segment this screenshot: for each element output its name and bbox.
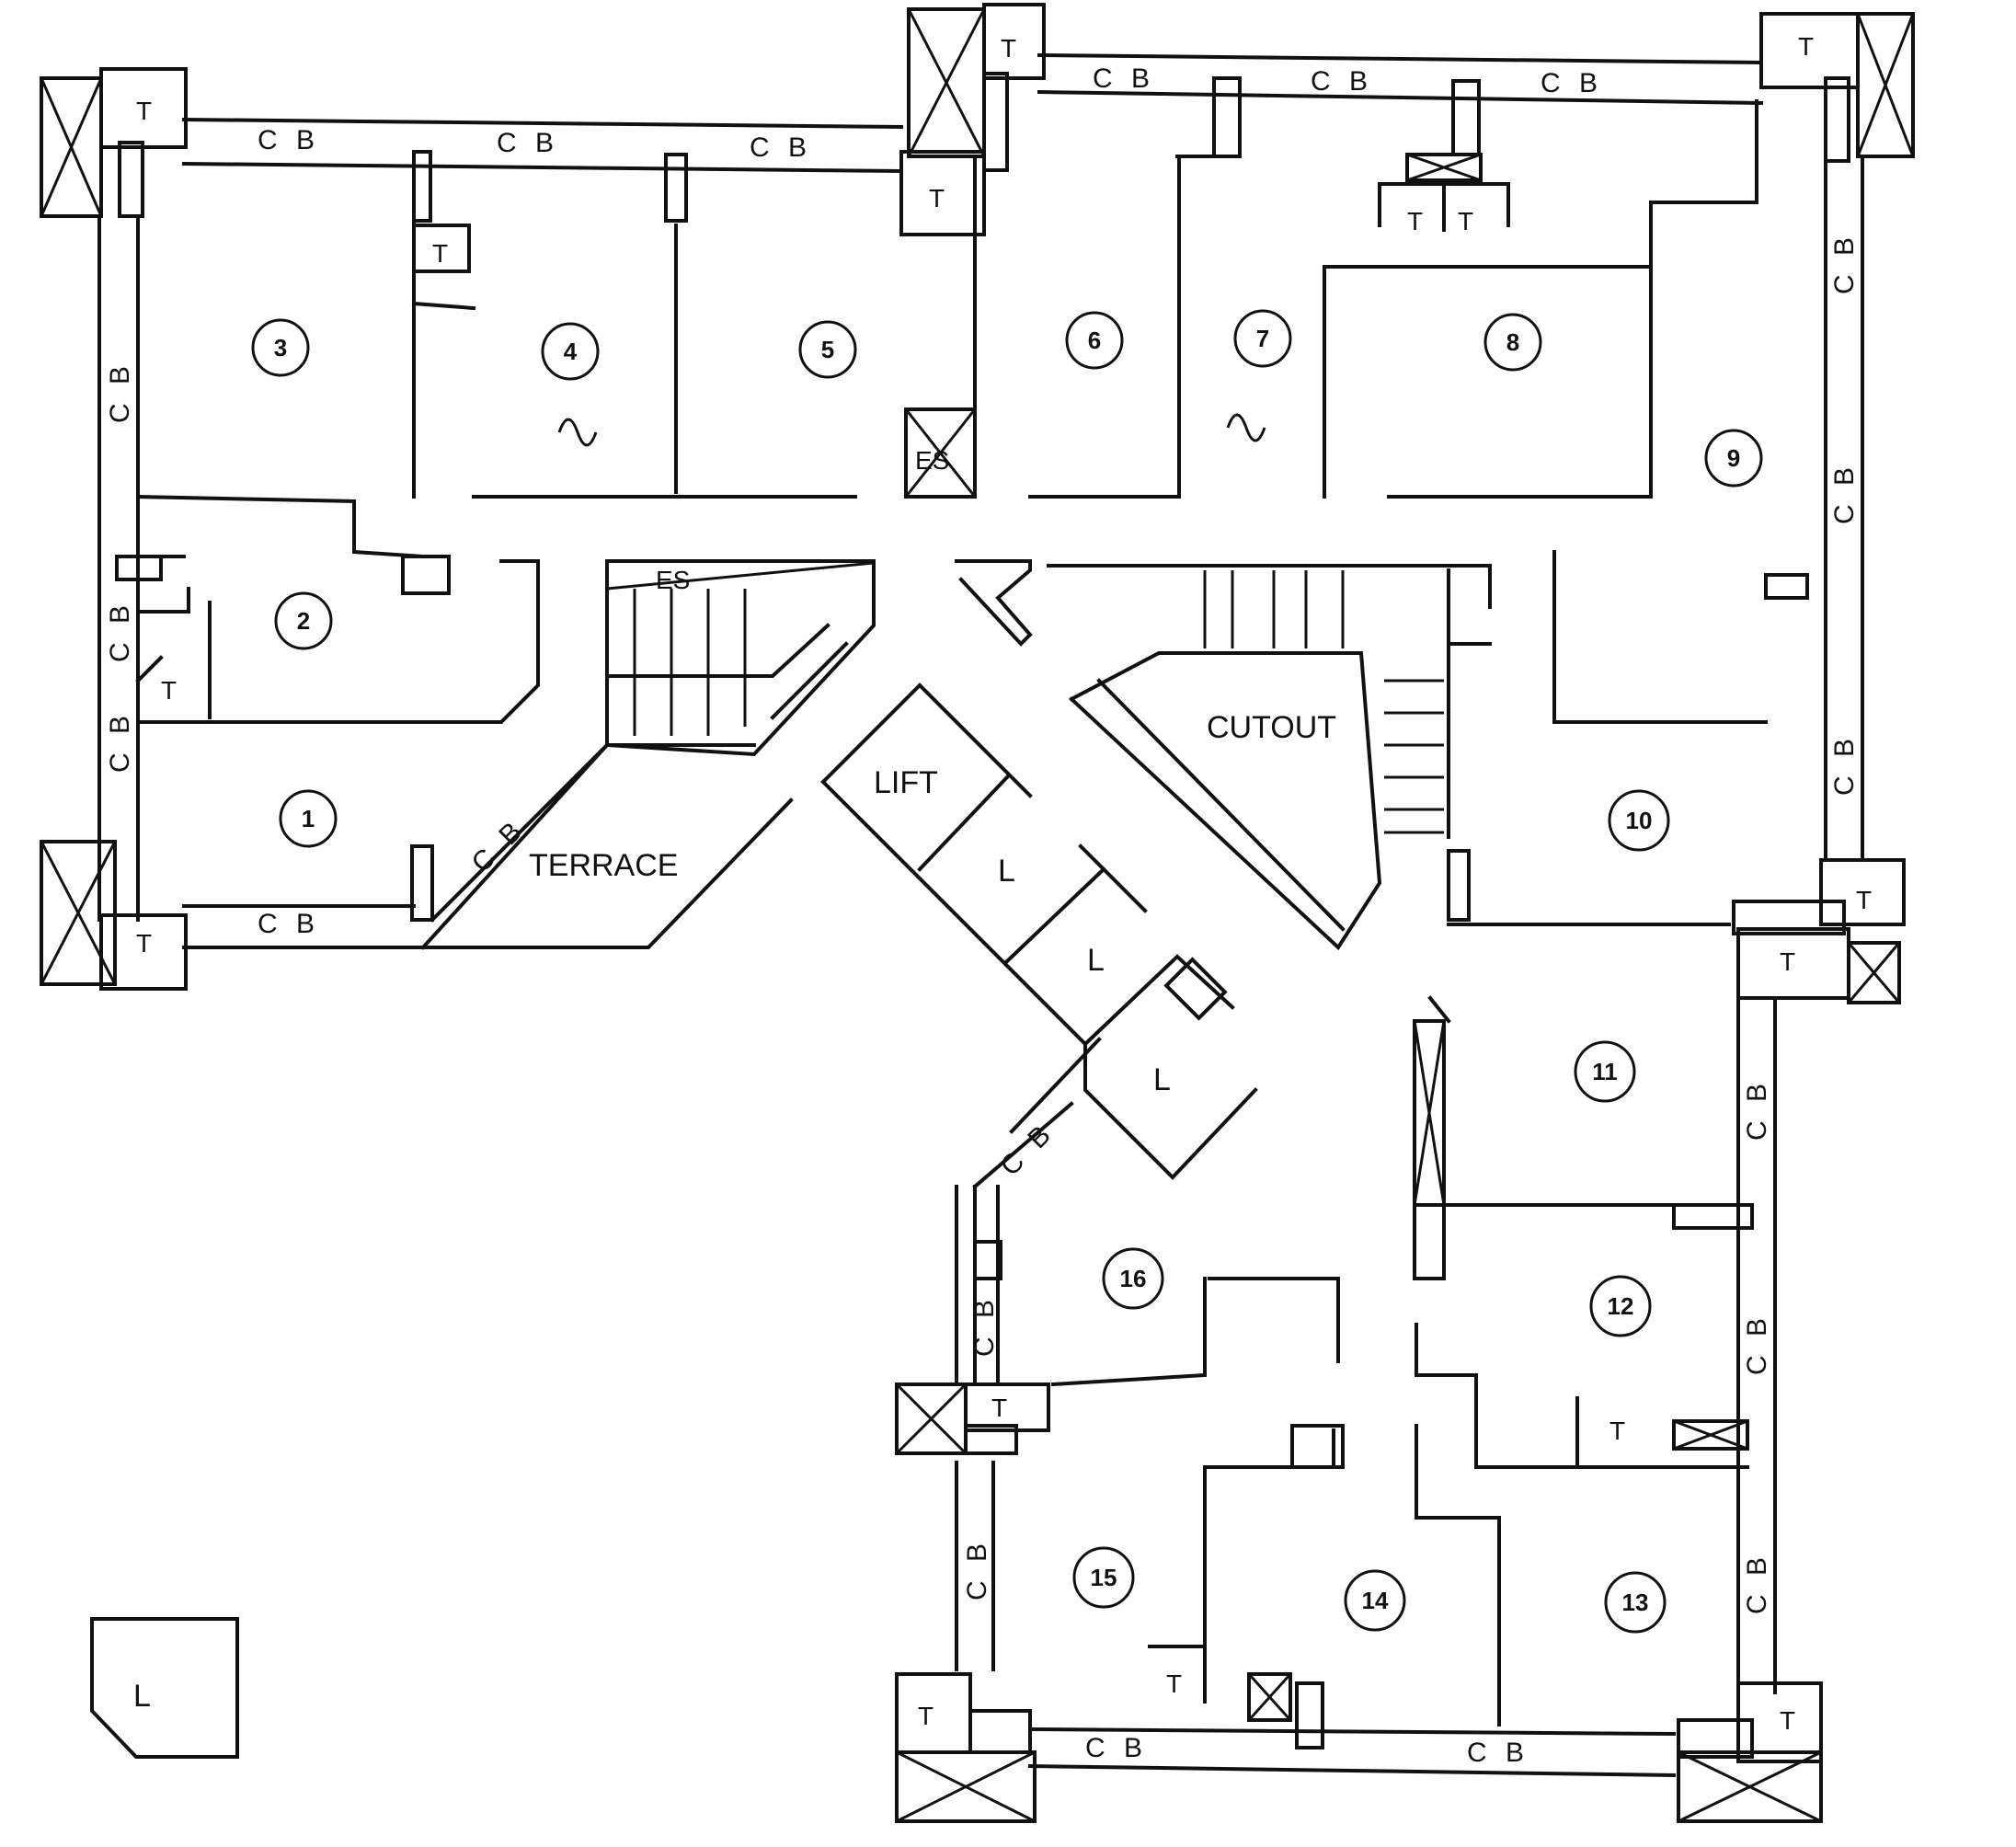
room-9: 9: [1704, 429, 1763, 488]
room-number: 3: [274, 334, 287, 361]
cb-label: C B: [1467, 1738, 1529, 1768]
cb-label: C B: [466, 813, 532, 878]
block-labels: ES ES LIFT TERRACE CUTOUT L L L L: [133, 446, 1336, 1714]
toilet-label: T: [1407, 207, 1423, 235]
lift-car-label: L: [1153, 1062, 1171, 1097]
room-number: 1: [302, 805, 315, 832]
room-number: 4: [564, 338, 578, 365]
cb-label: C B: [258, 909, 320, 939]
room-3: 3: [251, 318, 310, 377]
toilet-label: T: [1780, 1706, 1795, 1735]
toilet-label: T: [1166, 1669, 1182, 1698]
toilet-label: T: [1458, 207, 1473, 235]
room-4: 4: [541, 322, 600, 381]
squiggle-marks: [557, 413, 1266, 447]
room-number: 8: [1506, 328, 1519, 356]
room-16: 16: [1102, 1247, 1164, 1310]
room-number: 14: [1362, 1587, 1389, 1614]
west-wing-walls: [97, 117, 904, 949]
room-numbers: 1 2 3 4 5 6 7 8 9 10 11 12 13 14 15 16: [251, 309, 1763, 1634]
room-5: 5: [798, 320, 857, 379]
cb-label: C B: [1829, 232, 1860, 294]
toilet-label: T: [1609, 1417, 1625, 1445]
room-number: 10: [1626, 807, 1653, 834]
toilet-label: T: [1856, 886, 1872, 914]
terrace-label: TERRACE: [529, 848, 678, 883]
toilet-label: T: [991, 1394, 1007, 1422]
toilet-label: T: [1780, 947, 1795, 976]
room-number: 7: [1256, 325, 1269, 352]
room-6: 6: [1065, 311, 1124, 370]
corner-tower-nw: [40, 67, 188, 218]
room-number: 15: [1091, 1564, 1117, 1591]
lift-car-label: L: [1087, 943, 1105, 978]
room-number: 9: [1727, 444, 1740, 472]
room-number: 13: [1622, 1589, 1649, 1616]
room-15: 15: [1072, 1546, 1135, 1609]
room-8: 8: [1483, 313, 1542, 372]
lift-car-label: L: [133, 1679, 151, 1714]
cb-label: C B: [995, 1117, 1060, 1182]
toilet-label: T: [136, 929, 152, 958]
room-11: 11: [1574, 1040, 1636, 1103]
toilet-label: T: [136, 97, 152, 125]
cb-label: C B: [1311, 66, 1373, 97]
cb-label: C B: [105, 600, 135, 662]
toilet-label: T: [161, 676, 177, 705]
cb-label: C B: [1541, 68, 1603, 98]
cb-label: C B: [1829, 733, 1860, 796]
room-number: 2: [297, 607, 310, 635]
toilet-label: T: [1001, 34, 1016, 63]
room-12: 12: [1589, 1275, 1652, 1337]
cb-label: C B: [497, 128, 559, 158]
cb-label: C B: [1093, 63, 1155, 94]
room-number: 12: [1608, 1292, 1634, 1320]
cb-label: C B: [750, 132, 812, 163]
toilet-label: T: [929, 184, 945, 212]
corner-tower-ne: [1759, 12, 1915, 163]
cb-label: C B: [1742, 1313, 1772, 1375]
room-number: 5: [821, 336, 834, 363]
stair-es-label: ES: [656, 566, 690, 594]
toilet-label: T: [1798, 32, 1814, 61]
toilet-labels: T T T T T T T T T T T T T T T T: [136, 32, 1872, 1735]
room-number: 6: [1088, 327, 1101, 354]
corridor-labels: C B C B C B C B C B C B C B C B C B C B …: [105, 63, 1860, 1768]
cb-label: C B: [1742, 1078, 1772, 1141]
corner-tower-sw-south-wing: [895, 1672, 1037, 1823]
stair-es-label: ES: [915, 446, 949, 475]
north-wing-walls: [899, 3, 1864, 862]
corner-tower-se: [1677, 1681, 1823, 1823]
toilet-label: T: [432, 239, 448, 268]
room-10: 10: [1608, 789, 1670, 852]
cb-label: C B: [1742, 1552, 1772, 1614]
lift-car-label: L: [998, 854, 1015, 889]
east-wing-walls: [955, 858, 1906, 1778]
cb-label: C B: [1085, 1733, 1148, 1763]
cb-label: C B: [1829, 462, 1860, 524]
corner-tower-sw: [40, 840, 188, 991]
cb-label: C B: [969, 1294, 1000, 1357]
room-2: 2: [274, 591, 333, 650]
central-core-walls: [420, 559, 1492, 1180]
room-7: 7: [1233, 309, 1292, 368]
room-number: 11: [1592, 1058, 1618, 1085]
cb-label: C B: [962, 1538, 992, 1600]
room-14: 14: [1344, 1569, 1406, 1632]
detached-lift-block: [90, 1617, 239, 1759]
room-13: 13: [1604, 1571, 1667, 1634]
cb-label: C B: [258, 125, 320, 155]
toilet-label: T: [918, 1702, 934, 1730]
room-number: 16: [1120, 1265, 1147, 1292]
corner-tower-west-south-wing: [895, 1382, 1050, 1455]
cutout-label: CUTOUT: [1207, 710, 1336, 745]
cb-label: C B: [105, 710, 135, 773]
cb-label: C B: [105, 361, 135, 423]
lift-label: LIFT: [874, 765, 938, 800]
room-1: 1: [279, 789, 338, 848]
